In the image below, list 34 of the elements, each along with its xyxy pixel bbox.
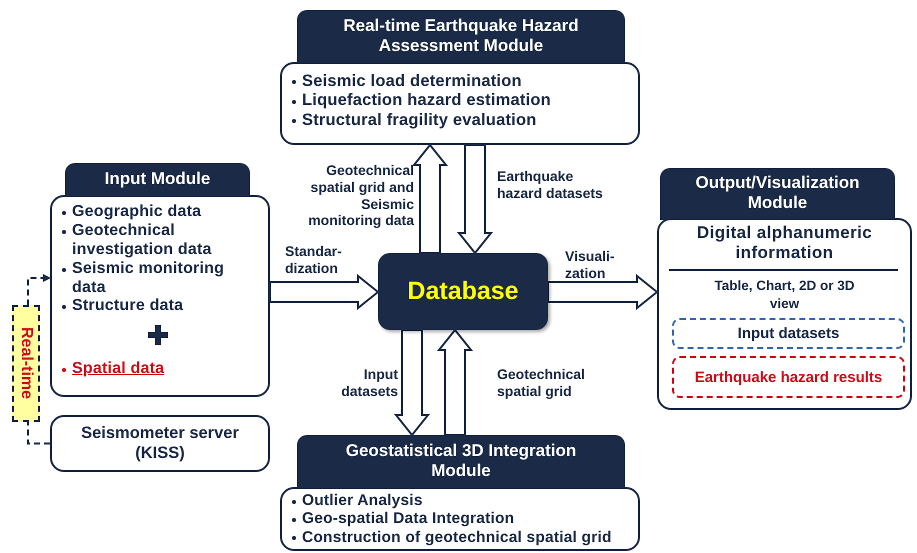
module-header: Output/Visualization Module (660, 168, 895, 220)
edge-label: Earthquake hazard datasets (497, 168, 604, 202)
edge-label: Input datasets (340, 366, 398, 400)
panel-heading: Digital alphanumeric information (696, 223, 874, 264)
list-item: Geo-spatial Data Integration (290, 510, 626, 529)
list-item: Seismic load determination (290, 72, 626, 92)
list-item: Outlier Analysis (290, 492, 626, 510)
module-header: Geostatistical 3D Integration Module (297, 435, 625, 489)
block-arrow (394, 329, 430, 437)
list-item: Structure data (60, 297, 256, 316)
list-item: Structural fragility evaluation (290, 110, 626, 130)
module-header: Input Module (65, 163, 250, 197)
list-item: Geographic data (60, 203, 256, 222)
edge-label: Real-time (12, 305, 40, 422)
edge-label: Geotechnical spatial grid (497, 366, 586, 400)
view-types-text: Table, Chart, 2D or 3D view (713, 277, 856, 312)
database-box: Database (378, 253, 548, 330)
edge-label: Visuali- zation (565, 248, 616, 282)
block-arrow (547, 274, 659, 310)
list-item: Liquefaction hazard estimation (290, 91, 626, 111)
dashed-box: Earthquake hazard results (672, 356, 905, 398)
block-arrow (269, 274, 380, 310)
server-box: Seismometer server (KISS) (50, 415, 270, 472)
edge-label: Standar- dization (285, 243, 343, 277)
block-arrow (412, 143, 448, 254)
block-arrow (456, 144, 494, 255)
list-item: Geotechnical investigation data (60, 222, 256, 260)
list-item: Spatial data (60, 360, 256, 380)
block-arrow (436, 328, 474, 436)
list-item: Seismic monitoring data (60, 260, 256, 298)
list-item: Construction of geotechnical spatial grid (290, 528, 626, 547)
module-header: Real-time Earthquake Hazard Assessment Module (297, 10, 625, 64)
edge-label: Geotechnical spatial grid and Seismic monitoring data (307, 162, 414, 230)
dashed-box: Input datasets (672, 318, 905, 349)
